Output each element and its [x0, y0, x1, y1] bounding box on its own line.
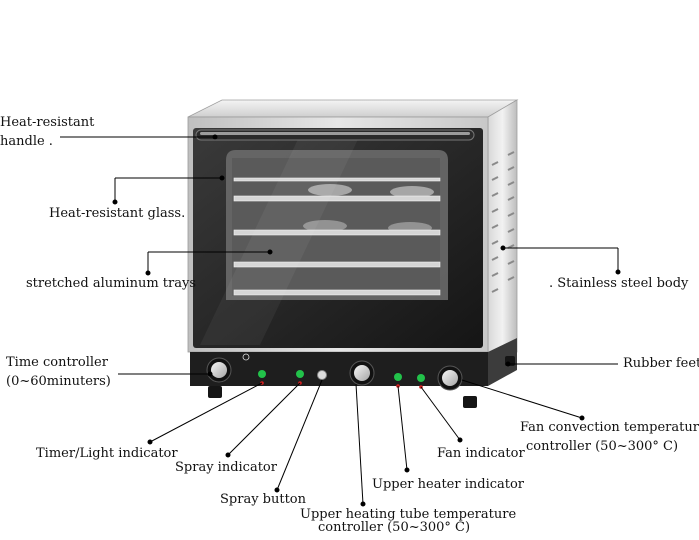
label-timer-light: Timer/Light indicator	[36, 446, 178, 461]
label-handle-line2: handle .	[0, 134, 53, 149]
label-upper-heater: Upper heater indicator	[372, 477, 525, 492]
leader-lines	[60, 134, 621, 507]
label-fan-temp-line1: Fan convection temperature	[520, 420, 699, 435]
oven-side-panel	[487, 99, 518, 371]
label-fan-temp-line2: controller (50~300° C)	[526, 439, 679, 454]
label-trays: stretched aluminum trays	[26, 276, 197, 291]
time-controller-knob	[206, 357, 232, 383]
label-body: . Stainless steel body	[549, 276, 689, 291]
label-time-line1: Time controller	[6, 355, 108, 370]
label-glass: Heat-resistant glass.	[49, 206, 186, 221]
upper-heating-knob	[349, 360, 375, 386]
label-time-line2: (0~60minuters)	[6, 374, 111, 389]
spray-button	[317, 370, 327, 380]
label-spray-button: Spray button	[220, 492, 307, 507]
label-upper-temp-line1: Upper heating tube temperature	[300, 507, 517, 522]
trays	[233, 177, 441, 296]
label-spray-indicator: Spray indicator	[175, 460, 277, 475]
rubber-foot-left	[208, 386, 222, 398]
label-fan-indicator: Fan indicator	[437, 446, 525, 461]
rubber-foot-right	[463, 396, 477, 408]
label-upper-temp-line2: controller (50~300° C)	[318, 520, 471, 535]
oven-top	[187, 99, 519, 118]
label-handle-line1: Heat-resistant	[0, 115, 95, 130]
fan-temperature-knob	[437, 365, 463, 391]
label-feet: Rubber feet	[623, 356, 699, 371]
